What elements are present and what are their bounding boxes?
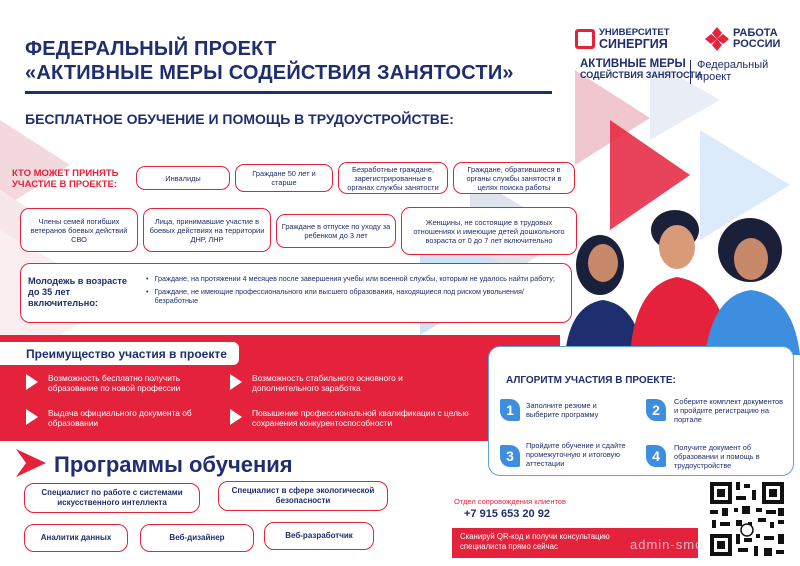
advantage-item: Повышение профессиональной квалификации …	[252, 408, 469, 428]
program-web-designer[interactable]: Веб-дизайнер	[140, 524, 254, 552]
synergy-logo-icon	[575, 29, 595, 49]
program-ai-specialist[interactable]: Специалист по работе с системами искусст…	[24, 483, 200, 513]
category-disabled: Инвалиды	[136, 166, 230, 190]
arrow-icon	[230, 409, 242, 425]
program-web-developer[interactable]: Веб-разработчик	[264, 522, 374, 550]
participants-label-1: КТО МОЖЕТ ПРИНЯТЬ	[12, 168, 119, 179]
programs-title: Программы обучения	[54, 452, 293, 477]
federal-project-logo: Федеральный проект	[697, 59, 768, 83]
page-title-line-1: ФЕДЕРАЛЬНЫЙ ПРОЕКТ	[25, 38, 277, 60]
arrow-icon	[26, 409, 38, 425]
synergy-logo-text-2: СИНЕРГИЯ	[599, 37, 668, 51]
qr-code[interactable]	[706, 478, 788, 560]
step-number: 1	[500, 399, 520, 421]
federal-project-text-1: Федеральный	[697, 59, 769, 71]
youth-item: Граждане, на протяжении 4 месяцев после …	[154, 274, 556, 283]
category-women-children: Женщины, не состоящие в трудовых отношен…	[401, 207, 577, 255]
phone-number[interactable]: +7 915 653 20 92	[464, 508, 550, 520]
youth-block	[20, 263, 572, 323]
bullet-icon: •	[146, 287, 149, 296]
people-illustration	[565, 210, 800, 355]
scan-text-1: Сканируй QR-код и получи консультацию	[460, 532, 610, 541]
active-measures-logo: АКТИВНЫЕ МЕРЫ СОДЕЙСТВИЯ ЗАНЯТОСТИ	[580, 58, 701, 80]
algorithm-box	[488, 346, 794, 476]
page-subtitle: БЕСПЛАТНОЕ ОБУЧЕНИЕ И ПОМОЩЬ В ТРУДОУСТР…	[25, 111, 454, 127]
watermark: admin-smo	[630, 537, 704, 552]
rabota-logo-text-1: РАБОТА	[733, 27, 778, 39]
step-text: Получите документ об образовании и помощ…	[674, 443, 760, 470]
arrow-icon	[26, 374, 38, 390]
arrow-icon	[230, 374, 242, 390]
program-data-analyst[interactable]: Аналитик данных	[24, 524, 128, 552]
category-dnr-lnr: Лица, принимавшие участие в боевых дейст…	[143, 208, 271, 252]
youth-list: • Граждане, на протяжении 4 месяцев посл…	[146, 274, 556, 305]
advantage-item: Возможность стабильного основного и допо…	[252, 373, 403, 393]
step-number: 2	[646, 399, 666, 421]
rabota-rossii-icon	[705, 27, 729, 51]
category-unemployed: Безработные граждане, зарегистрированные…	[338, 162, 448, 194]
participants-label-2: УЧАСТИЕ В ПРОЕКТЕ:	[12, 179, 118, 190]
rabota-logo-text-2: РОССИИ	[733, 38, 781, 50]
category-50-plus: Граждане 50 лет и старше	[235, 164, 333, 192]
page-title-line-2: «АКТИВНЫЕ МЕРЫ СОДЕЙСТВИЯ ЗАНЯТОСТИ»	[25, 62, 514, 84]
participants-label: КТО МОЖЕТ ПРИНЯТЬ УЧАСТИЕ В ПРОЕКТЕ:	[12, 168, 119, 190]
rabota-rossii-logo: РАБОТА РОССИИ	[705, 27, 780, 51]
category-parental-leave: Граждане в отпуске по уходу за ребенком …	[276, 214, 396, 248]
youth-item: Граждане, не имеющие профессионального и…	[154, 287, 524, 305]
advantages-heading: Преимущество участия в проекте	[0, 342, 239, 365]
category-svo-families: Члены семей погибших ветеранов боевых де…	[20, 208, 138, 252]
scan-qr-banner: Сканируй QR-код и получи консультацию сп…	[452, 528, 698, 558]
step-text: Соберите комплект документов и пройдите …	[674, 397, 784, 424]
step-number: 3	[500, 445, 520, 467]
logo-divider	[690, 60, 691, 84]
programs-arrow-icon	[16, 449, 46, 477]
scan-text-2: специалиста прямо сейчас	[460, 542, 558, 551]
step-text: Пройдите обучение и сдайте промежуточную…	[526, 441, 626, 468]
synergy-logo-text-1: УНИВЕРСИТЕТ	[599, 27, 670, 38]
advantage-item: Возможность бесплатно получить образован…	[48, 373, 181, 393]
bullet-icon: •	[146, 274, 149, 283]
step-text: Заполните резюме и выберите программу	[526, 401, 599, 419]
title-underline	[25, 91, 552, 94]
youth-label: Молодежь в возрасте до 35 лет включитель…	[28, 276, 128, 308]
active-measures-title: АКТИВНЫЕ МЕРЫ	[580, 58, 686, 70]
program-ecology-specialist[interactable]: Специалист в сфере экологической безопас…	[218, 481, 388, 511]
advantage-item: Выдача официального документа об образов…	[48, 408, 192, 428]
synergy-logo: УНИВЕРСИТЕТ СИНЕРГИЯ	[575, 27, 670, 51]
algorithm-title: АЛГОРИТМ УЧАСТИЯ В ПРОЕКТЕ:	[506, 375, 676, 386]
active-measures-subtitle: СОДЕЙСТВИЯ ЗАНЯТОСТИ	[580, 70, 702, 80]
contact-label: Отдел сопровождения клиентов	[454, 497, 566, 506]
step-number: 4	[646, 445, 666, 467]
category-job-seekers: Граждане, обратившиеся в органы службы з…	[453, 162, 575, 194]
federal-project-text-2: проект	[697, 71, 732, 83]
